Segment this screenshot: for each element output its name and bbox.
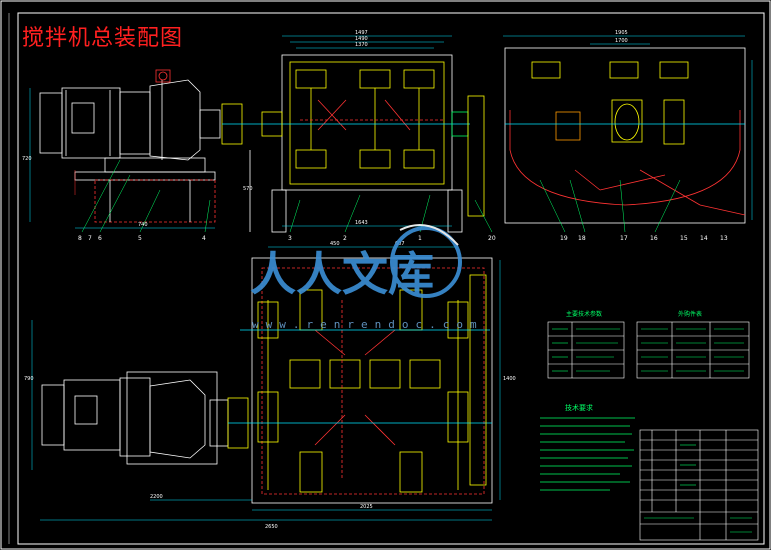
balloon-label: 18: [578, 235, 586, 242]
inner-frame: [17, 12, 765, 545]
watermark-logo-text: 人人文库: [250, 247, 434, 301]
dim-text: 1643: [355, 220, 368, 226]
dim-text: 790: [24, 376, 34, 382]
purchased-parts-table: [636, 321, 750, 379]
technical-notes: [540, 417, 635, 491]
dim-text: 740: [138, 222, 148, 228]
balloon-label: 1: [418, 235, 422, 242]
drawing-title: 搅拌机总装配图: [22, 26, 184, 51]
dimension-texts: 1497 1490 1370 1905 1700 720 570 1643 74…: [22, 30, 628, 530]
watermark-logo: 人人文库: [250, 224, 462, 301]
dim-text: 2650: [265, 524, 278, 530]
mixer-side-view: [503, 35, 753, 224]
leader-lines-top: [81, 159, 681, 233]
balloon-label: 20: [488, 235, 496, 242]
balloon-label: 14: [700, 235, 708, 242]
balloon-label: 7: [88, 235, 92, 242]
balloon-label: 2: [343, 235, 347, 242]
technical-notes-title: 技术要求: [565, 404, 593, 412]
balloon-label: 8: [78, 235, 82, 242]
table1-title: 主要技术参数: [566, 310, 602, 318]
dim-text: 1490: [355, 36, 368, 42]
dim-text: 1497: [355, 30, 368, 36]
motor-elevation-view: [29, 69, 262, 229]
balloon-label: 6: [98, 235, 102, 242]
mixer-plan-view: [31, 246, 501, 521]
title-block: [639, 429, 759, 541]
dim-text: 450: [330, 241, 340, 247]
balloon-labels: 8 7 6 5 4 3 2 1 20 19 18 17 16 15 14 13: [78, 235, 728, 242]
balloon-label: 19: [560, 235, 568, 242]
dim-text: 2025: [360, 504, 373, 510]
dim-text: 1700: [615, 38, 628, 44]
balloon-label: 4: [202, 235, 206, 242]
dim-text: 1905: [615, 30, 628, 36]
balloon-label: 3: [288, 235, 292, 242]
table2-title: 外购件表: [678, 310, 702, 318]
dim-text: 570: [243, 186, 253, 192]
balloon-label: 13: [720, 235, 728, 242]
balloon-label: 5: [138, 235, 142, 242]
technical-parameters-table: [547, 321, 625, 379]
watermark-url: www.renrendoc.com: [252, 318, 484, 331]
dim-text: 1370: [355, 42, 368, 48]
balloon-label: 15: [680, 235, 688, 242]
balloon-label: 16: [650, 235, 658, 242]
dim-text: 720: [22, 156, 32, 162]
mixer-front-view: [249, 35, 485, 233]
dim-text: 1400: [503, 376, 516, 382]
dim-text: 2200: [150, 494, 163, 500]
dim-text: 607: [395, 241, 405, 247]
balloon-label: 17: [620, 235, 628, 242]
